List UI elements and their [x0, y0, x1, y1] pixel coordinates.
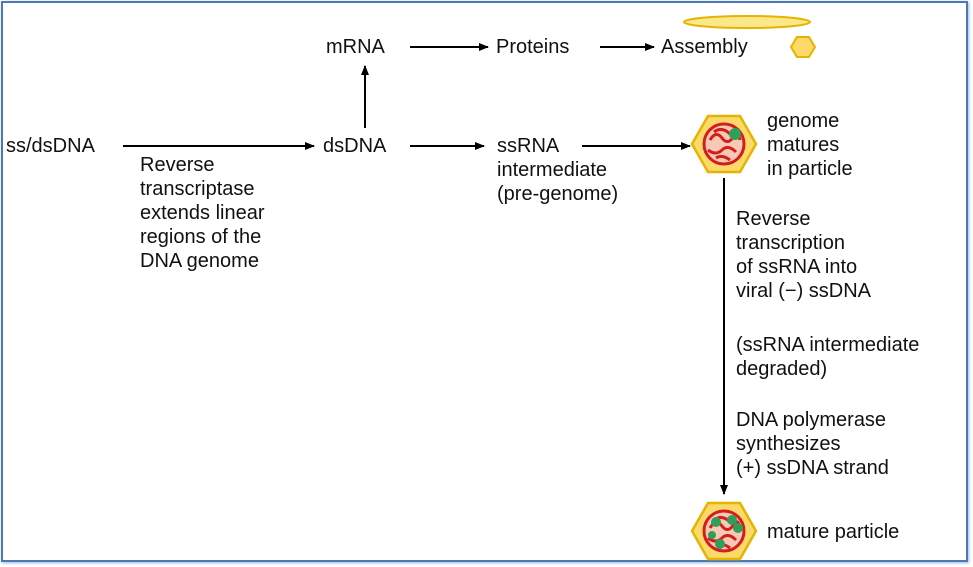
capsid-with-dna-and-proteins-icon	[690, 501, 758, 561]
node-assembly: Assembly	[661, 36, 748, 58]
node-ss-ds-dna: ss/dsDNA	[6, 135, 95, 157]
hexagon-capsid-icon	[789, 36, 817, 58]
node-mature-particle: mature particle	[767, 521, 900, 543]
capsid-with-genome-icon	[690, 114, 758, 174]
note-reverse-transcriptase: Reverse transcriptase extends linear reg…	[140, 154, 265, 272]
note-ssrna-degraded: (ssRNA intermediate degraded)	[736, 334, 920, 380]
note-dna-polymerase: DNA polymerase synthesizes (+) ssDNA str…	[736, 409, 889, 479]
node-mrna: mRNA	[326, 36, 385, 58]
node-genome-matures: genome matures in particle	[767, 110, 853, 180]
node-ssrna-intermediate: ssRNA intermediate (pre-genome)	[497, 135, 619, 205]
node-proteins: Proteins	[496, 36, 570, 58]
ellipse-ring-icon	[683, 15, 811, 29]
note-reverse-transcription: Reverse transcription of ssRNA into vira…	[736, 208, 872, 302]
node-dsdna: dsDNA	[323, 135, 387, 157]
